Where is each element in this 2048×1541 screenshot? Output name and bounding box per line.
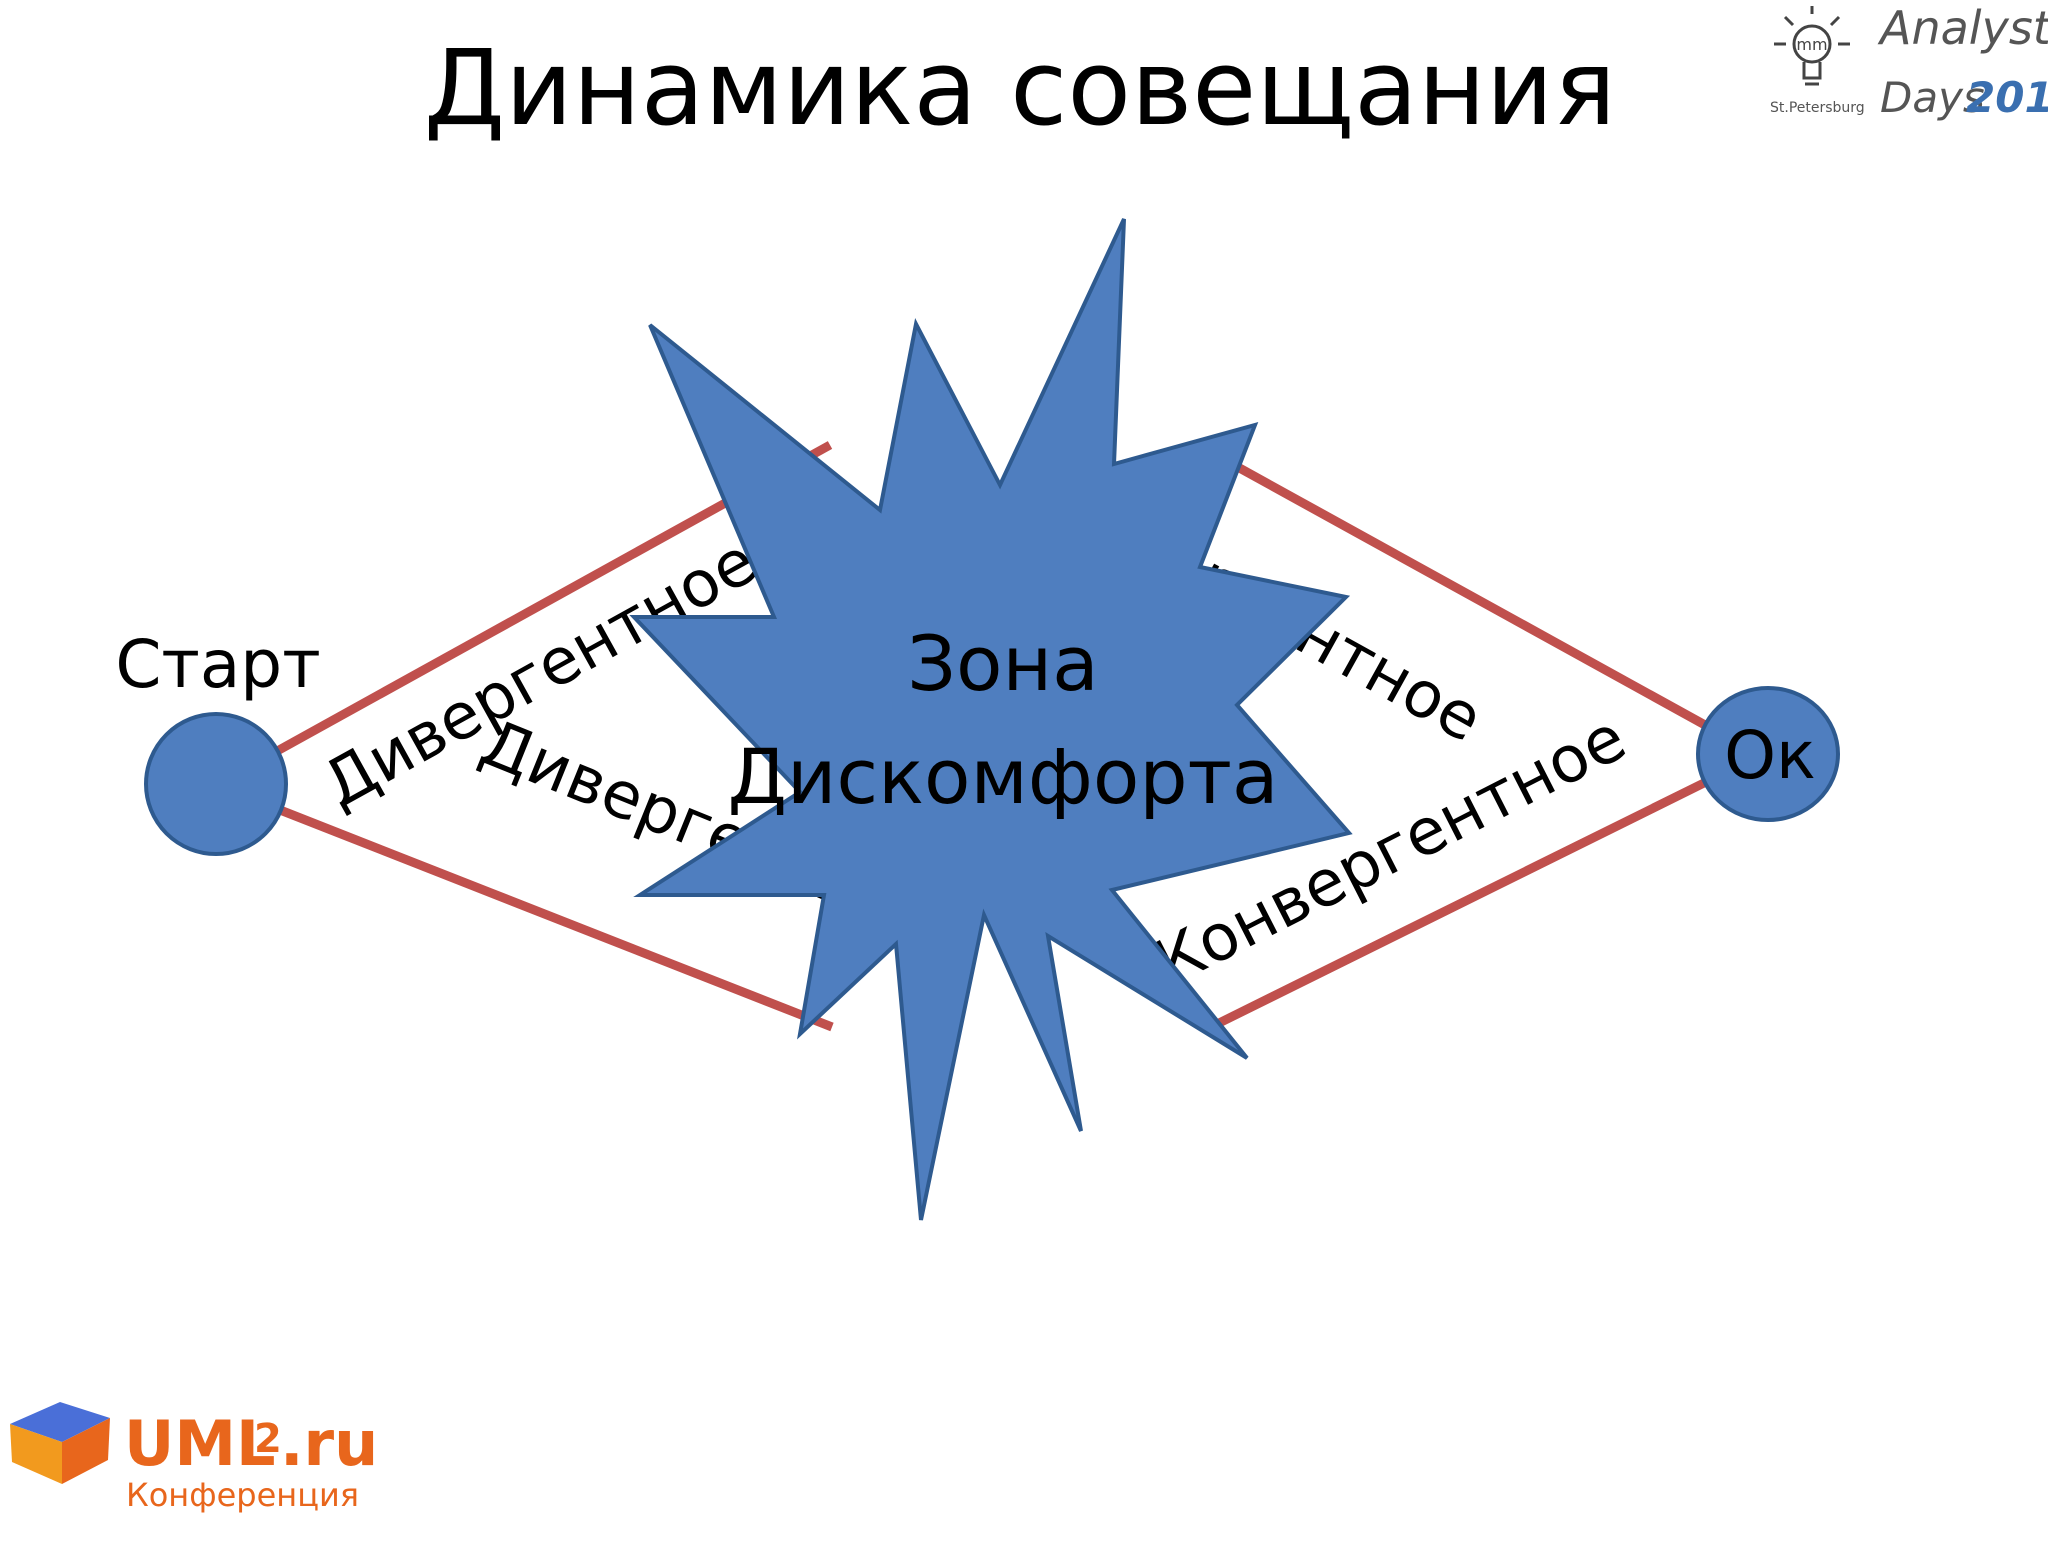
analyst-text: Analyst bbox=[1877, 1, 2048, 55]
uml2-subtitle: Конференция bbox=[126, 1476, 359, 1514]
uml2-name-ru: .ru bbox=[280, 1407, 378, 1480]
start-label: Старт bbox=[115, 626, 320, 703]
start-node bbox=[144, 712, 288, 856]
uml2-name-2: 2 bbox=[254, 1416, 282, 1462]
lightbulb-icon bbox=[1774, 6, 1850, 86]
analyst-days-logo: mm Analyst St.Petersburg Days 2013 bbox=[1770, 1, 2048, 122]
zone-label-line2: Дискомфорта bbox=[728, 732, 1279, 821]
analyst-days-text: Days bbox=[1880, 73, 1985, 122]
analyst-year: 2013 bbox=[1966, 73, 2048, 122]
end-node bbox=[1696, 686, 1840, 822]
page-title: Динамика совещания bbox=[424, 27, 1616, 149]
edge-top-end bbox=[1222, 456, 1708, 729]
uml2-logo: UML 2 .ru Конференция bbox=[10, 1402, 378, 1514]
edge-bottom-end bbox=[1203, 775, 1712, 1035]
cube-icon bbox=[10, 1402, 110, 1484]
discomfort-zone-burst bbox=[629, 218, 1353, 1221]
zone-label-line1: Зона bbox=[907, 619, 1098, 708]
uml2-name-uml: UML bbox=[124, 1407, 276, 1480]
analyst-badge: mm bbox=[1796, 35, 1827, 54]
edge-start-bottom bbox=[273, 803, 834, 1032]
analyst-city: St.Petersburg bbox=[1770, 100, 1865, 116]
end-label: Ок bbox=[1724, 717, 1816, 794]
